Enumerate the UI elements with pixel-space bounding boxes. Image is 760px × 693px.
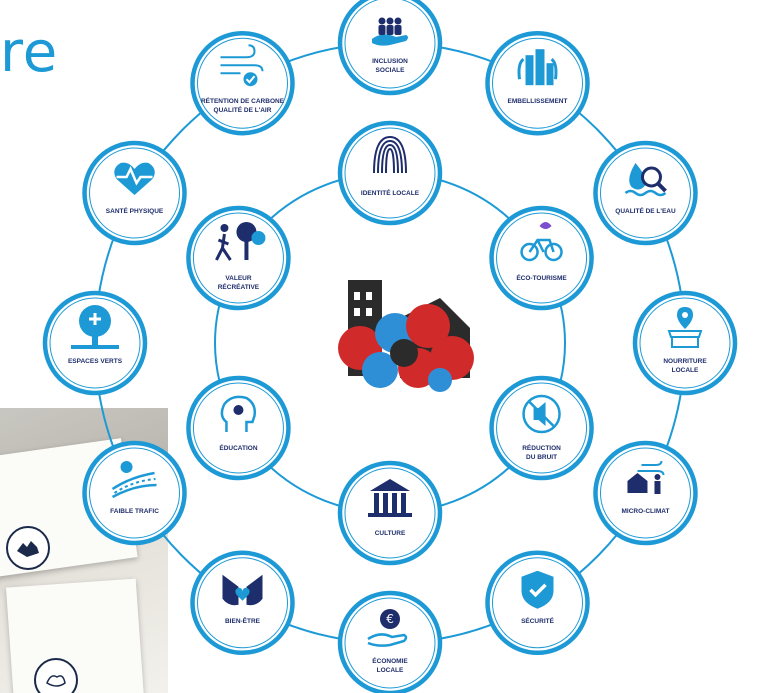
outer-node-label: RÉTENTION DE CARBONE [201, 96, 285, 105]
outer-node-label: BIEN-ÊTRE [225, 616, 261, 625]
outer-node-label: QUALITÉ DE L'EAU [615, 206, 676, 215]
no-sound-icon [522, 394, 561, 434]
shield-icon [521, 570, 554, 609]
hand-sticker-icon [6, 526, 50, 570]
outer-node-label: SANTÉ PHYSIQUE [106, 206, 164, 215]
outer-node-label: ÉCONOMIE [372, 656, 408, 665]
outer-node-label: QUALITÉ DE L'AIR [214, 105, 272, 114]
outer-node-label: ESPACES VERTS [68, 358, 123, 365]
outer-node-label: FAIBLE TRAFIC [110, 508, 159, 515]
outer-node-label: LOCALE [672, 367, 699, 374]
outer-node-label: NOURRITURE [663, 358, 707, 365]
bicycle-icon [520, 222, 563, 262]
inner-node-label: DU BRUIT [526, 454, 557, 461]
inclusion-icon [372, 17, 408, 46]
museum-icon [368, 479, 412, 517]
inner-node: RÉDUCTION DU BRUIT [489, 375, 594, 481]
euro-hand-icon: € [367, 609, 408, 647]
outer-node-label: EMBELLISSEMENT [508, 98, 568, 105]
outer-node: QUALITÉ DE L'EAU [593, 140, 698, 246]
outer-node-label: LOCALE [377, 667, 404, 674]
inner-node: ÉDUCATION [186, 375, 291, 481]
inner-node: ÉCO-TOURISME [489, 205, 594, 311]
inner-node-label: ÉDUCATION [219, 443, 257, 452]
inner-node-label: VALEUR [225, 275, 252, 282]
inner-node-label: RÉDUCTION [522, 443, 561, 452]
title-fragment: re [0, 20, 59, 85]
outer-node: EMBELLISSEMENT [485, 30, 590, 136]
microclimate-icon [627, 460, 665, 494]
outer-node-label: SOCIALE [376, 67, 406, 74]
outer-node-label: INCLUSION [372, 58, 408, 65]
outer-node-label: SÉCURITÉ [521, 616, 555, 625]
hiker-icon [215, 222, 266, 261]
outer-node: NOURRITURE LOCALE [632, 290, 738, 396]
head-bulb-icon [220, 395, 257, 432]
wind-check-icon [220, 44, 264, 87]
outer-node: FAIBLE TRAFIC [82, 440, 187, 546]
heart-pulse-icon [114, 162, 155, 195]
outer-node: SANTÉ PHYSIQUE [82, 140, 187, 246]
outer-node: INCLUSION SOCIALE [337, 0, 443, 96]
road-icon [111, 461, 157, 499]
outer-node: MICRO-CLIMAT [593, 440, 698, 546]
frog-sticker-icon [34, 658, 78, 693]
outer-node: SÉCURITÉ [485, 550, 590, 656]
buildings-icon [517, 49, 558, 86]
outer-node-label: MICRO-CLIMAT [622, 508, 670, 515]
center-illustration [338, 280, 474, 392]
inner-node-label: IDENTITÉ LOCALE [361, 188, 420, 197]
fingerprint-icon [373, 135, 407, 174]
svg-text:€: € [386, 612, 394, 626]
inner-node-label: CULTURE [375, 530, 406, 537]
tree-plus-icon [71, 305, 119, 349]
inner-node: IDENTITÉ LOCALE [337, 120, 443, 226]
outer-node: ESPACES VERTS [42, 290, 148, 396]
hands-heart-icon [222, 574, 263, 606]
inner-node: CULTURE [337, 460, 443, 566]
outer-node: € ÉCONOMIE LOCALE [337, 590, 443, 693]
water-quality-icon [624, 163, 667, 197]
shop-pin-icon [667, 307, 703, 348]
inner-node-label: RÉCRÉATIVE [218, 282, 260, 291]
inner-node-label: ÉCO-TOURISME [516, 273, 567, 282]
outer-node: BIEN-ÊTRE [190, 550, 295, 656]
